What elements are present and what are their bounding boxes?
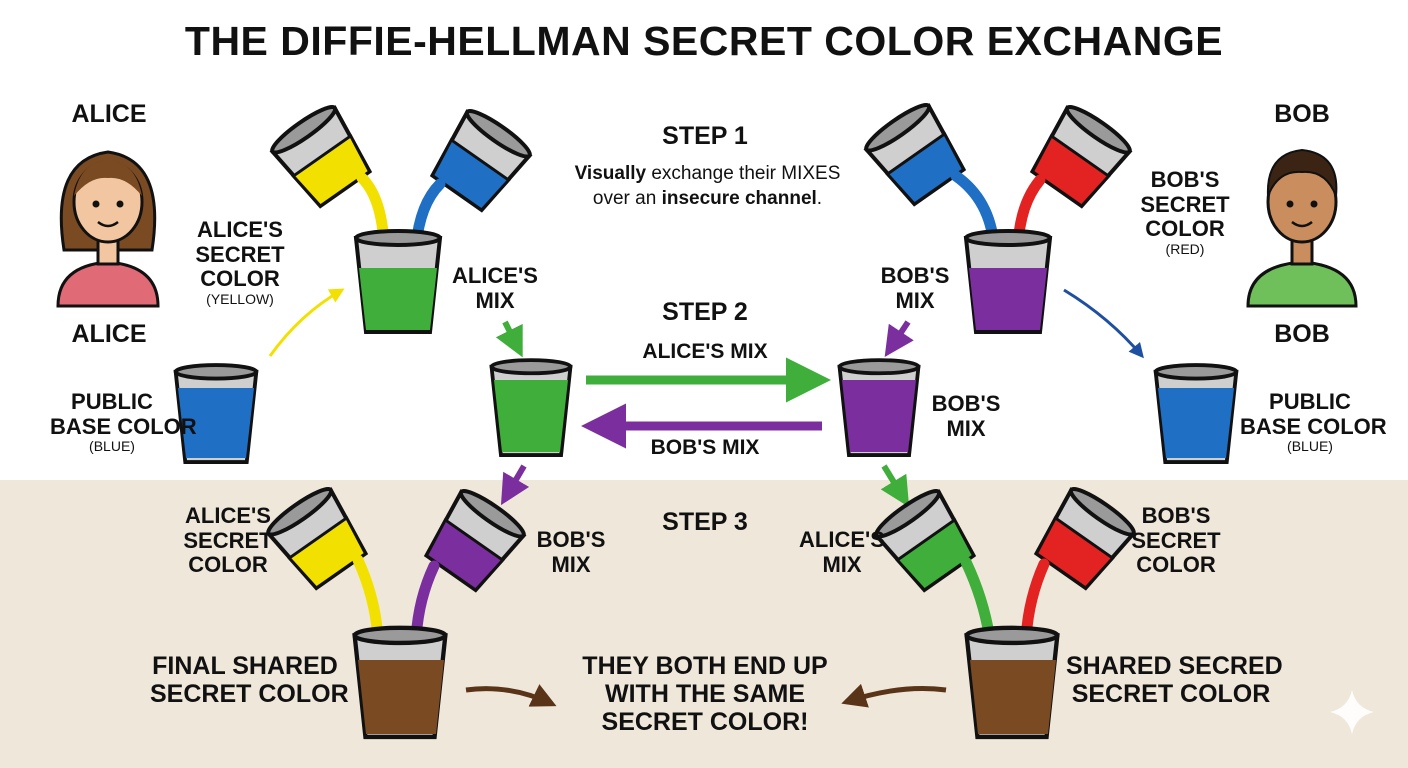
alice-name-top: ALICE — [71, 100, 147, 128]
final-shared-cup-right-icon — [967, 628, 1058, 737]
bob-blue-pour-icon — [863, 103, 1000, 252]
arrow-icon — [884, 320, 914, 357]
alice-mix-cup-icon — [354, 229, 442, 334]
step3-background — [0, 480, 1408, 768]
bob-mix-arrow-label: BOB'S MIX — [650, 436, 760, 459]
alice-yellow-pour-icon — [269, 105, 390, 252]
bob-name-top: BOB — [1274, 100, 1330, 128]
page-title: THE DIFFIE-HELLMAN SECRET COLOR EXCHANGE — [184, 18, 1224, 64]
arrow-icon — [465, 684, 557, 707]
left-purple-pour-icon — [410, 489, 527, 646]
alice-blue-pour-icon — [410, 109, 533, 252]
alice-mix-arrow-label: ALICE'S MIX — [642, 340, 768, 363]
arrow-icon — [500, 464, 530, 506]
bob-red-pour-icon — [1012, 105, 1133, 252]
arrow-icon — [268, 288, 345, 357]
arrow-icon — [495, 320, 523, 358]
left-yellow-pour-icon — [265, 487, 384, 646]
step1-label: STEP 1 — [662, 122, 748, 150]
final-shared-cup-left-icon — [355, 628, 446, 737]
right-green-pour-icon — [873, 489, 996, 646]
alice-name-bottom: ALICE — [71, 320, 147, 348]
alice-avatar-icon — [56, 150, 160, 308]
step1-description: Visually exchange their MIXES over an in… — [574, 163, 841, 209]
right-red-pour-icon — [1020, 487, 1137, 646]
bob-name-bottom: BOB — [1274, 320, 1330, 348]
bob-mix-cup-icon — [964, 229, 1052, 334]
bob-mix-step2-cup-icon — [837, 358, 921, 457]
bob-avatar-icon — [1246, 148, 1358, 308]
alice-public-base-cup-icon — [173, 363, 259, 464]
arrow-icon — [880, 464, 910, 508]
arrow-icon — [1063, 288, 1144, 359]
alice-mix-step2-cup-icon — [489, 358, 573, 457]
step2-label: STEP 2 — [662, 298, 748, 326]
arrow-icon — [841, 683, 947, 708]
bob-public-base-cup-icon — [1153, 363, 1239, 464]
step3-label: STEP 3 — [662, 508, 748, 536]
sparkle-icon — [1330, 690, 1374, 734]
